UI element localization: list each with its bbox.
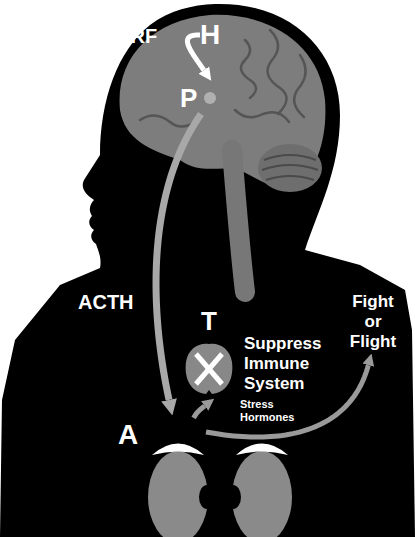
fight-or-flight-node: Fight or Flight <box>343 292 403 352</box>
adrenal-gland <box>236 444 288 456</box>
kidneys <box>148 451 292 537</box>
brain-fold <box>235 110 289 122</box>
node-text: H <box>200 18 232 52</box>
adrenal-node: A <box>118 418 206 452</box>
suppression-cross <box>196 354 222 384</box>
suppression-cross <box>196 354 222 384</box>
cerebellum-fold <box>264 155 316 160</box>
brain-fold <box>268 30 287 114</box>
kidney-hilum <box>225 485 241 509</box>
kidney-hilum <box>199 485 215 509</box>
cerebellum <box>258 144 322 192</box>
hypothalamus-label: H <box>200 18 232 52</box>
thymus-shape <box>182 340 236 396</box>
cerebellum-fold <box>262 165 318 170</box>
node-text: T <box>182 306 236 336</box>
hormone-arrow <box>194 406 205 418</box>
cerebellum-fold <box>266 176 314 180</box>
node-text: A <box>118 418 206 452</box>
brain-folds <box>140 30 306 127</box>
brain-fold <box>294 55 305 117</box>
effect-label: Suppress Immune System <box>244 334 332 394</box>
thymus-gland <box>186 344 233 394</box>
edge-label: CRF <box>116 24 157 48</box>
thymus-node: T <box>182 340 236 396</box>
pituitary-node: P <box>180 82 222 114</box>
kidney <box>148 451 208 537</box>
arrow-label: Stress Hormones <box>240 398 302 424</box>
edge-label: ACTH <box>78 290 134 314</box>
kidney <box>232 451 292 537</box>
cerebellum-folds <box>262 155 318 180</box>
adrenal-gland <box>152 444 204 456</box>
node-text: Fight or Flight <box>343 292 403 352</box>
body-silhouette <box>0 4 415 537</box>
pituitary-gland <box>204 92 216 104</box>
brain-fold <box>140 115 198 126</box>
node-text: P <box>180 82 222 114</box>
brainstem <box>232 150 245 292</box>
brain-fold <box>241 40 256 98</box>
